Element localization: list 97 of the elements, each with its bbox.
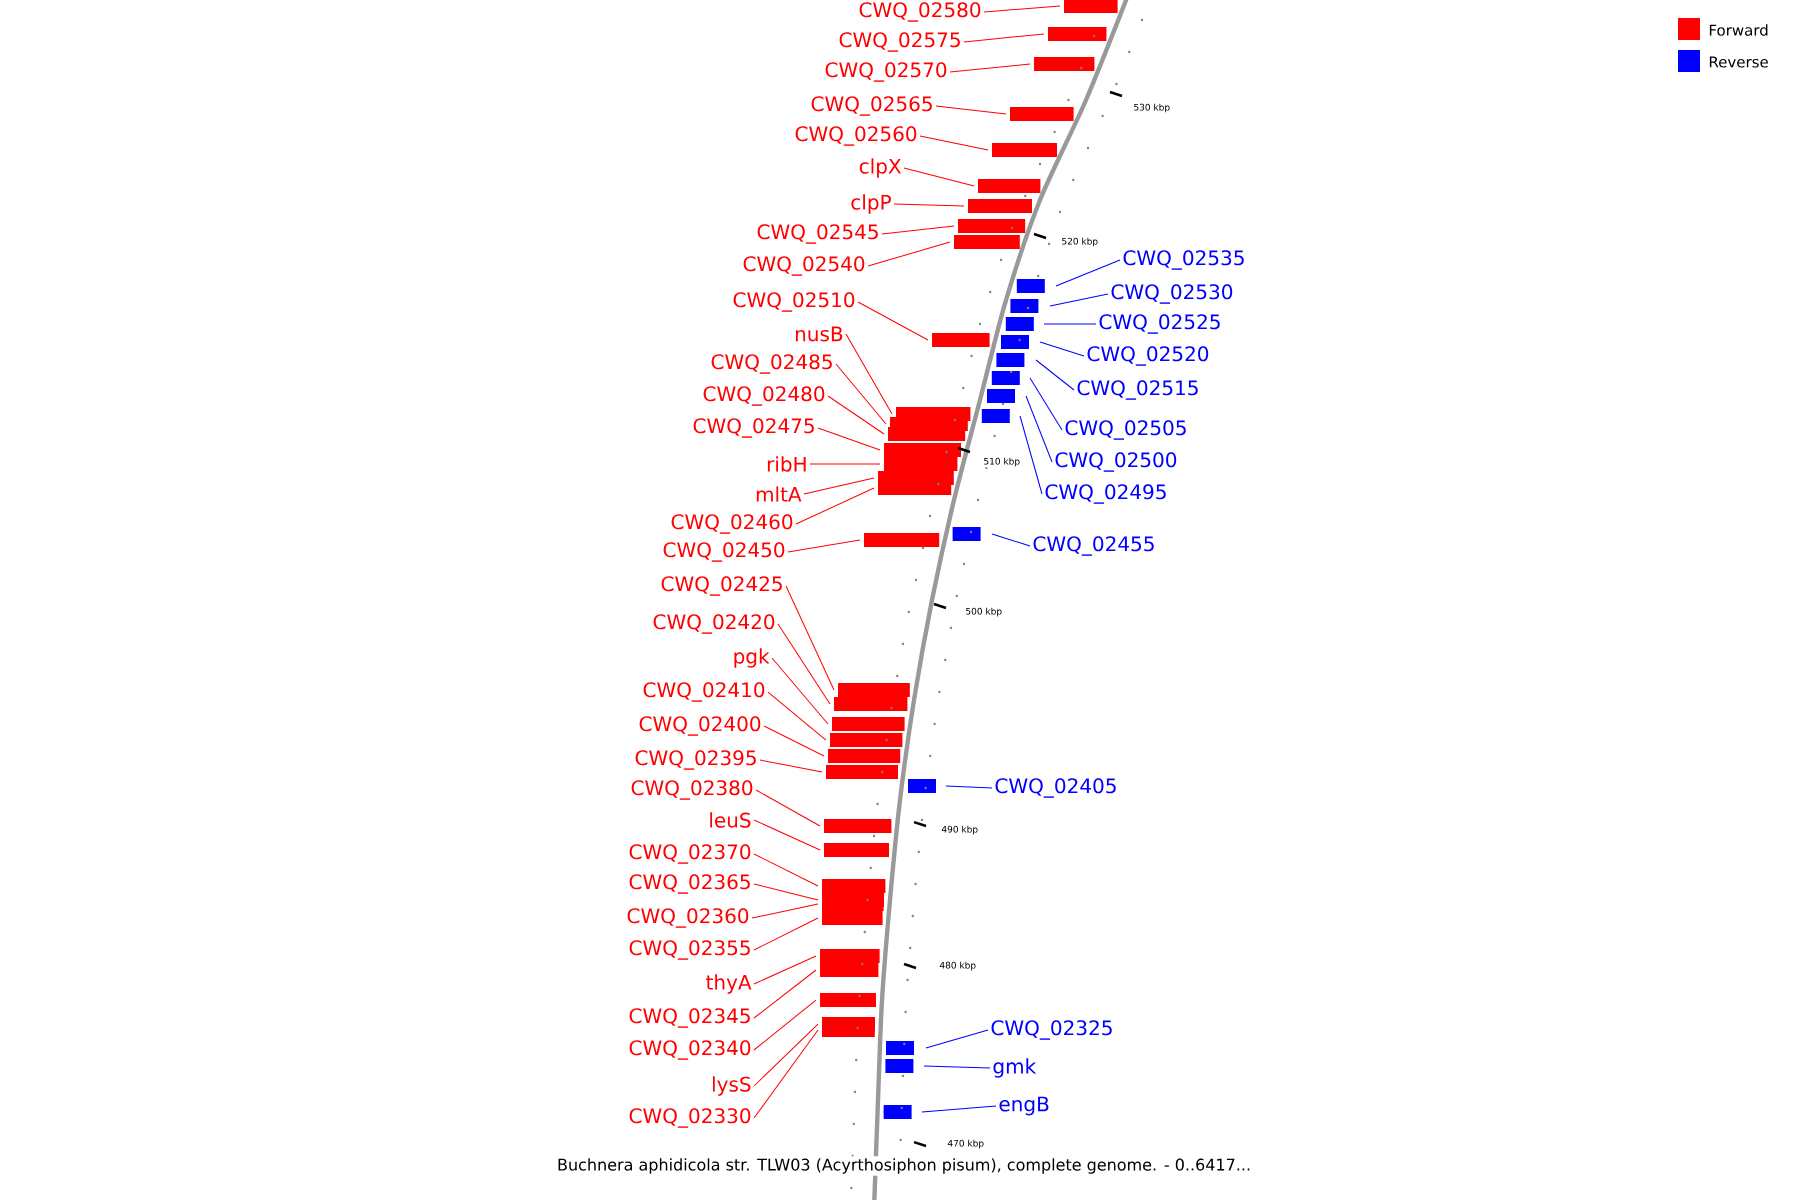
leader-line <box>945 785 993 789</box>
leader-line <box>753 999 817 1051</box>
leader-line <box>787 539 861 553</box>
gene-label: CWQ_02575 <box>839 32 960 52</box>
gene-label: CWQ_02580 <box>859 2 981 22</box>
leader-line <box>991 533 1031 547</box>
caption: Buchnera aphidicola str. TLW03 (Acyrthosiphon pisum), complete genome. - 0..6417... <box>555 1156 1253 1176</box>
gene-label: CWQ_02560 <box>795 126 917 146</box>
leader-line <box>753 917 819 951</box>
gene-label: leuS <box>710 812 751 828</box>
gene-label: CWQ_02360 <box>627 908 749 928</box>
gene-label: pgk <box>734 648 770 668</box>
leader-line <box>1055 259 1121 287</box>
leader-line <box>827 395 885 435</box>
leader-line <box>771 657 829 725</box>
leader-line <box>1025 395 1053 463</box>
leader-line <box>963 33 1045 43</box>
leader-line <box>921 1105 997 1113</box>
gene-label: clpP <box>851 194 891 214</box>
gene-label: CWQ_02405 <box>995 778 1116 798</box>
gene-label: CWQ_02400 <box>639 716 761 736</box>
leader-line <box>803 477 875 495</box>
leader-line <box>767 691 827 741</box>
gene-label: CWQ_02515 <box>1077 380 1198 400</box>
gene-label: CWQ_02505 <box>1065 420 1186 440</box>
gene-label: CWQ_02565 <box>811 96 932 116</box>
leader-line <box>755 789 821 827</box>
leader-line <box>753 819 821 851</box>
leader-line <box>949 63 1031 73</box>
leader-line <box>845 333 893 415</box>
leader-line <box>919 135 989 151</box>
gene-label: CWQ_02485 <box>711 354 832 374</box>
gene-label: CWQ_02420 <box>653 614 775 634</box>
gene-label: CWQ_02355 <box>629 940 750 960</box>
leader-line <box>753 1023 819 1087</box>
gene-label: nusB <box>795 326 843 342</box>
leader-line <box>1039 341 1085 357</box>
gene-label: CWQ_02325 <box>991 1020 1112 1040</box>
gene-label: clpX <box>859 158 901 178</box>
leader-line <box>785 585 835 691</box>
leader-line <box>759 759 823 773</box>
leader-line <box>1035 359 1075 391</box>
leader-line <box>903 167 975 187</box>
leader-line <box>1029 377 1063 431</box>
leader-line <box>753 883 819 901</box>
gene-label: CWQ_02455 <box>1033 536 1154 556</box>
leader-line <box>857 301 929 341</box>
gene-label: CWQ_02345 <box>629 1008 750 1028</box>
gene-label: thyA <box>706 974 752 994</box>
gene-label: CWQ_02330 <box>629 1108 751 1128</box>
gene-label: CWQ_02475 <box>693 418 814 438</box>
gene-label: CWQ_02500 <box>1055 452 1177 472</box>
gene-label: CWQ_02480 <box>703 386 825 406</box>
gene-label: CWQ_02380 <box>631 780 753 800</box>
gene-label: engB <box>999 1096 1049 1116</box>
gene-label: CWQ_02370 <box>629 844 751 864</box>
leader-line <box>983 5 1061 13</box>
gene-label: gmk <box>993 1058 1037 1078</box>
leader-line <box>795 487 875 525</box>
gene-label: CWQ_02525 <box>1099 314 1220 334</box>
leader-line <box>867 241 951 267</box>
gene-label: mltA <box>756 486 802 502</box>
gene-label: CWQ_02425 <box>661 576 782 596</box>
leader-line <box>1043 323 1097 325</box>
leader-line <box>809 463 881 465</box>
leader-line <box>777 623 831 705</box>
gene-label: CWQ_02460 <box>671 514 793 534</box>
gene-label: CWQ_02535 <box>1123 250 1244 270</box>
leader-line <box>753 969 817 1019</box>
leader-line <box>751 903 819 919</box>
leader-line <box>935 105 1007 115</box>
leader-line <box>893 203 965 207</box>
gene-label: CWQ_02510 <box>733 292 855 312</box>
gene-label: CWQ_02540 <box>743 256 865 276</box>
leader-line <box>923 1065 991 1069</box>
gene-label: CWQ_02570 <box>825 62 947 82</box>
gene-label: CWQ_02450 <box>663 542 785 562</box>
leader-line <box>835 363 887 425</box>
leader-line <box>817 427 881 451</box>
gene-label: CWQ_02395 <box>635 750 756 770</box>
gene-label: ribH <box>767 456 806 472</box>
gene-label: CWQ_02520 <box>1087 346 1209 366</box>
gene-label: CWQ_02410 <box>643 682 765 702</box>
leader-line <box>1049 293 1109 307</box>
gene-label: CWQ_02530 <box>1111 284 1233 304</box>
gene-label: CWQ_02340 <box>629 1040 751 1060</box>
gene-label: CWQ_02495 <box>1045 484 1166 504</box>
leader-line <box>925 1029 989 1049</box>
leader-line <box>753 1029 819 1119</box>
leader-line <box>1019 415 1043 495</box>
leader-line <box>763 725 825 757</box>
leader-line <box>881 225 955 235</box>
gene-label: lysS <box>713 1076 751 1096</box>
leader-line <box>753 853 819 887</box>
gene-label: CWQ_02545 <box>757 224 878 244</box>
leader-line <box>753 955 817 985</box>
gene-label: CWQ_02365 <box>629 874 750 894</box>
